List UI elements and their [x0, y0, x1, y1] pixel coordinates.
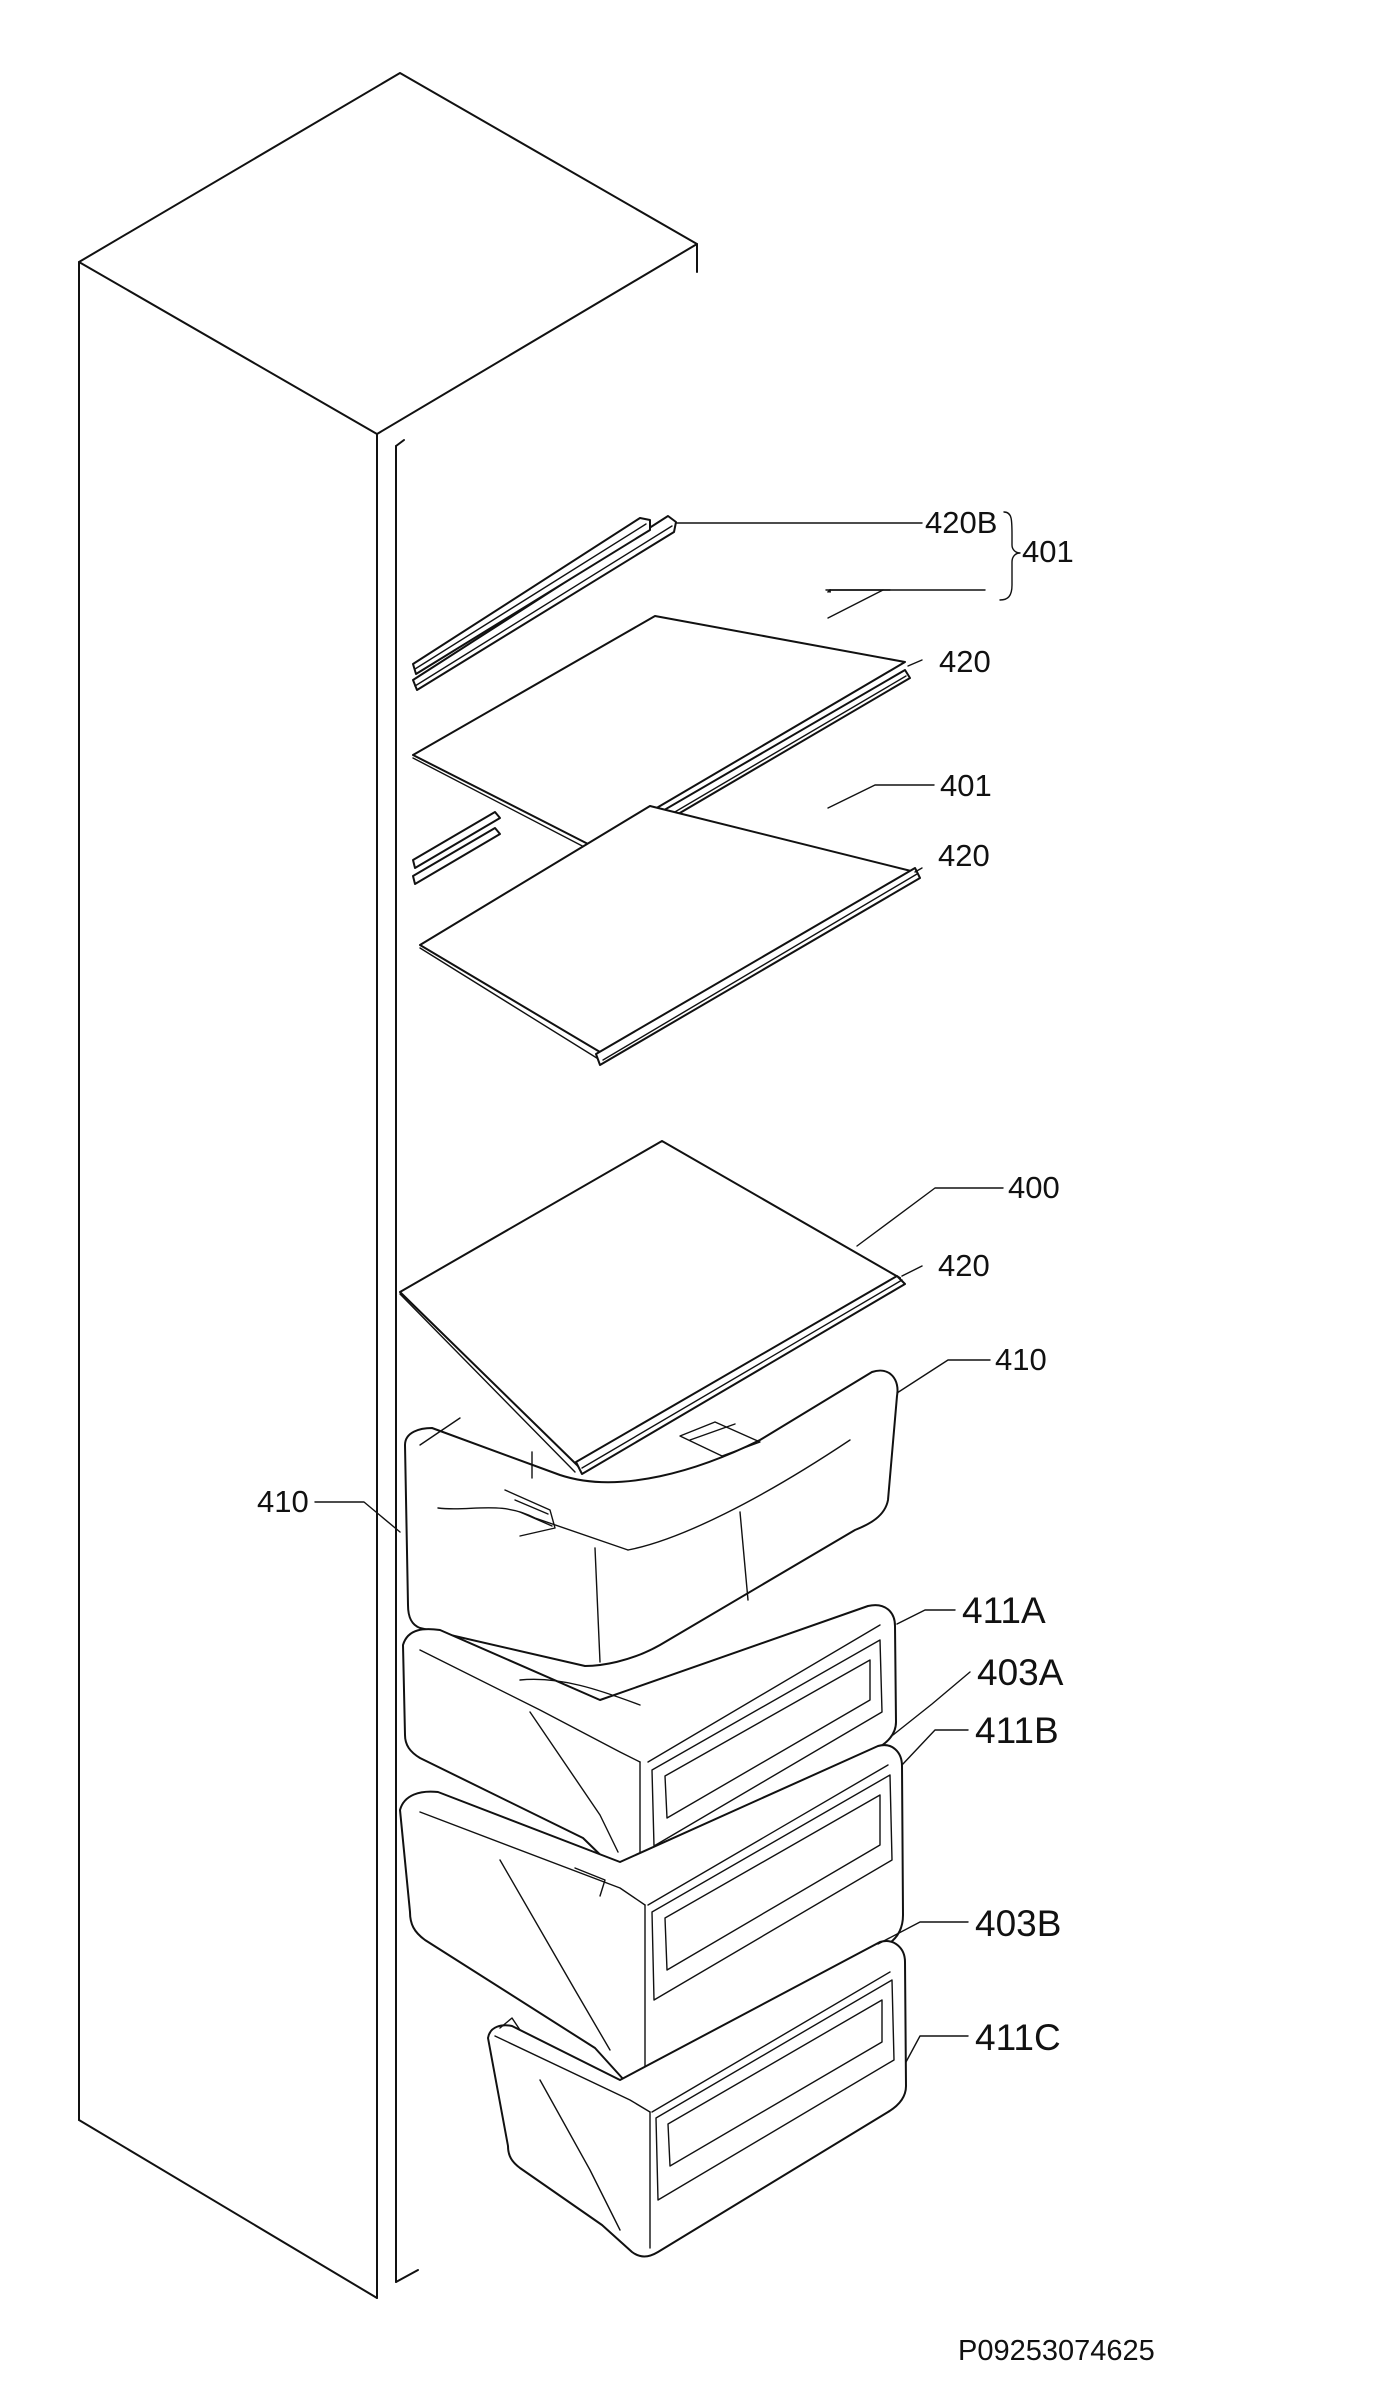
part-labels: 420B 401 420 401 420 400 420 410 410 411… — [257, 505, 1074, 2058]
label-420-middle: 420 — [938, 838, 990, 873]
glass-shelf-middle — [412, 805, 921, 1066]
cabinet-outline — [78, 72, 698, 2299]
label-410-right: 410 — [995, 1342, 1047, 1377]
label-420-cover: 420 — [938, 1248, 990, 1283]
label-400: 400 — [1008, 1170, 1060, 1205]
label-411b: 411B — [975, 1710, 1059, 1751]
drawer-411c — [487, 1940, 907, 2258]
drawer-411a — [402, 1604, 897, 1884]
shelf-rear-trim-420b — [412, 515, 677, 691]
label-403a: 403A — [977, 1652, 1064, 1693]
label-411c: 411C — [975, 2017, 1061, 2058]
crisper-drawer — [404, 1369, 899, 1667]
label-410-left: 410 — [257, 1484, 309, 1519]
label-411a: 411A — [962, 1590, 1046, 1631]
label-401-top: 401 — [1022, 534, 1074, 569]
label-420b: 420B — [925, 505, 997, 540]
label-420-top: 420 — [939, 644, 991, 679]
label-403b: 403B — [975, 1903, 1061, 1944]
label-401-middle: 401 — [940, 768, 992, 803]
crisper-cover-glass — [399, 1140, 906, 1475]
drawing-code: P09253074625 — [958, 2335, 1155, 2367]
leader-lines — [314, 511, 1021, 2063]
